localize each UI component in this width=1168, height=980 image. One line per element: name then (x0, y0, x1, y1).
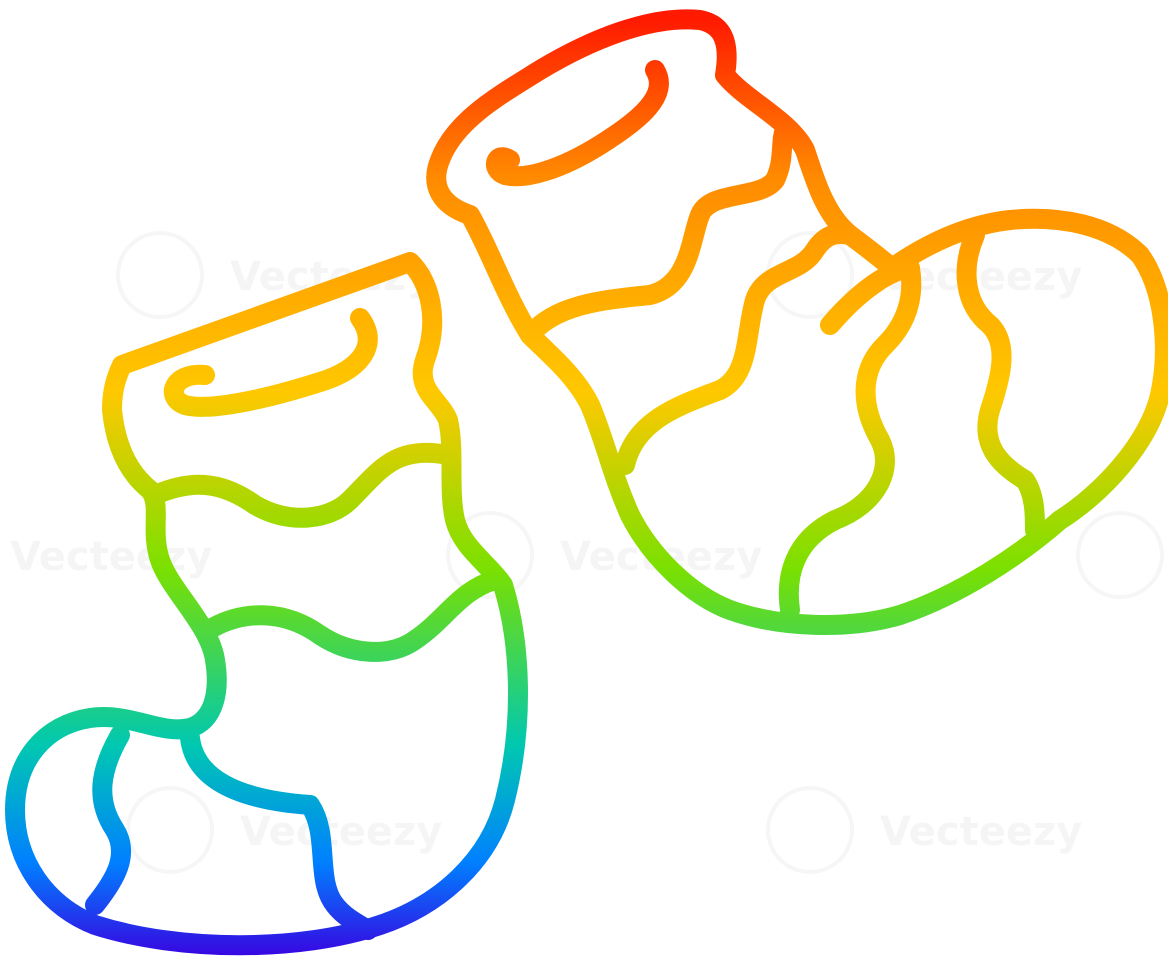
right-sock-cuff-swirl (486, 60, 669, 187)
left-sock-cuff-line (145, 442, 458, 528)
left-sock (5, 252, 528, 956)
right-sock-ankle-wave (615, 223, 860, 475)
left-sock-ankle-wave (202, 570, 505, 662)
right-sock-outline (426, 9, 1168, 635)
watermark-text: Vecteezy (10, 534, 212, 580)
right-sock (426, 9, 1168, 635)
left-sock-heel-patch (85, 725, 132, 915)
watermark-text: Vecteezy (240, 809, 442, 855)
watermark-logo-icon (116, 231, 1164, 874)
left-sock-toe-patch (180, 728, 378, 940)
right-sock-heel-patch (778, 258, 922, 620)
left-sock-outline (5, 252, 528, 956)
watermark-text: Vecteezy (880, 809, 1082, 855)
right-sock-cuff-line (520, 120, 795, 345)
right-sock-toe-patch (956, 225, 1045, 540)
left-sock-cuff-swirl (163, 308, 378, 417)
